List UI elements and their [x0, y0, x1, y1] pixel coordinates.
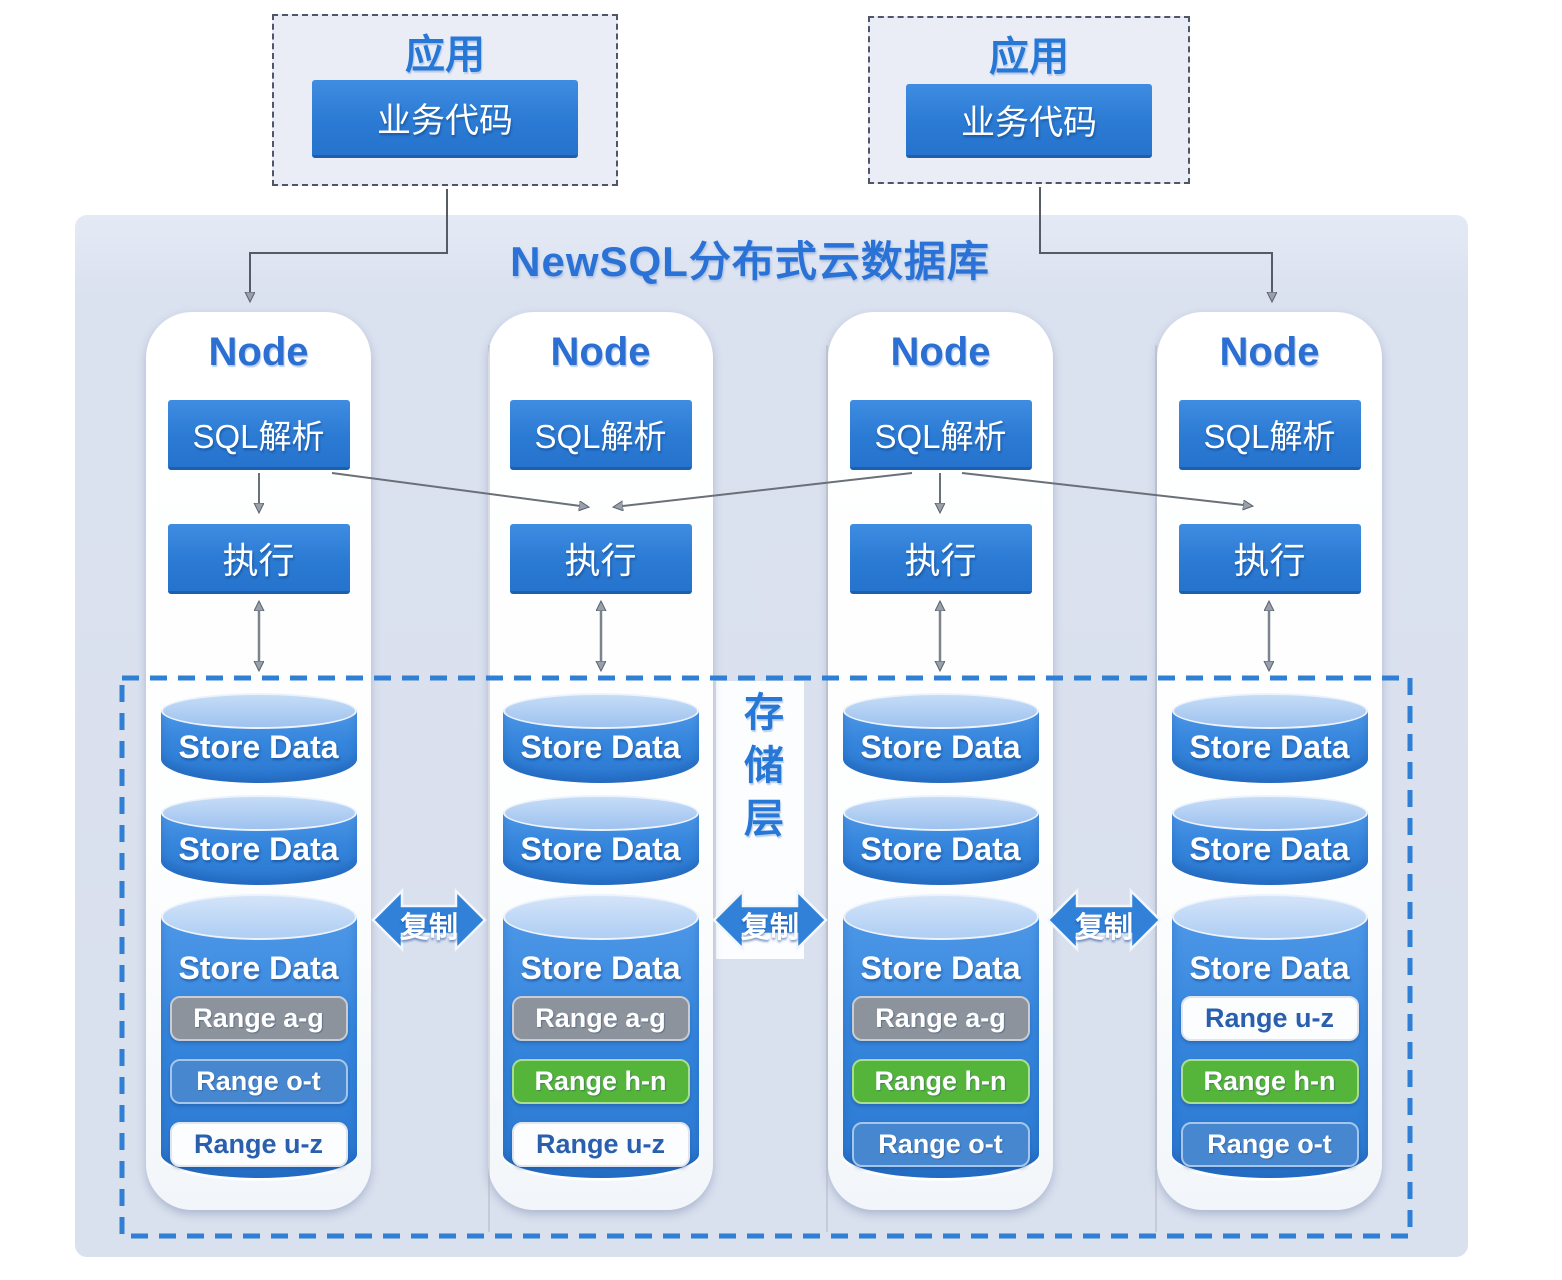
replicate-arrow: 复制	[371, 883, 487, 957]
execute-box: 执行	[1178, 524, 1361, 594]
range-pill: Range h-n	[511, 1059, 690, 1104]
cylinder-top	[160, 894, 357, 940]
range-pill: Range o-t	[169, 1059, 348, 1104]
sql-parse-box: SQL解析	[1178, 400, 1361, 470]
store-data-label: Store Data	[178, 729, 339, 765]
application-box-2: 应用 业务代码	[868, 16, 1190, 184]
execute-box: 执行	[849, 524, 1032, 594]
application-title: 应用	[405, 33, 485, 77]
replicate-label: 复制	[1074, 912, 1133, 944]
range-pill: Range a-g	[169, 996, 348, 1041]
node-card-1: Node SQL解析 执行 Store Data Store Data Stor…	[146, 312, 371, 1210]
cylinder-top	[1171, 795, 1368, 831]
range-pill: Range a-g	[851, 996, 1030, 1041]
store-data-label: Store Data	[520, 950, 681, 986]
range-pill: Range u-z	[1180, 996, 1359, 1041]
business-code-box: 业务代码	[312, 80, 578, 158]
application-title: 应用	[989, 35, 1069, 79]
cylinder-top	[1171, 693, 1368, 729]
application-box-1: 应用 业务代码	[272, 14, 618, 186]
cylinder-top	[842, 795, 1039, 831]
node-card-2: Node SQL解析 执行 Store Data Store Data Stor…	[488, 312, 713, 1210]
store-data-label: Store Data	[860, 950, 1021, 986]
diagram-title: NewSQL分布式云数据库	[510, 238, 990, 285]
node-title: Node	[208, 330, 309, 374]
execute-box: 执行	[167, 524, 350, 594]
replicate-arrow: 复制	[712, 883, 828, 957]
store-data-label: Store Data	[1189, 950, 1350, 986]
node-card-3: Node SQL解析 执行 Store Data Store Data Stor…	[828, 312, 1053, 1210]
replicate-arrow: 复制	[1046, 883, 1162, 957]
sql-parse-box: SQL解析	[167, 400, 350, 470]
range-pill: Range a-g	[511, 996, 690, 1041]
main-store-cylinder: Store Data Range a-g Range h-n Range o-t	[842, 894, 1039, 1178]
replicate-label: 复制	[740, 912, 799, 944]
cylinder-top	[1171, 894, 1368, 940]
main-store-cylinder: Store Data Range a-g Range o-t Range u-z	[160, 894, 357, 1178]
store-data-label: Store Data	[520, 831, 681, 867]
main-store-cylinder: Store Data Range a-g Range h-n Range u-z	[502, 894, 699, 1178]
store-data-label: Store Data	[860, 831, 1021, 867]
store-cylinder: Store Data	[842, 795, 1039, 885]
store-cylinder: Store Data	[502, 693, 699, 783]
node-title: Node	[890, 330, 991, 374]
range-pill: Range u-z	[511, 1122, 690, 1167]
store-cylinder: Store Data	[842, 693, 1039, 783]
node-title: Node	[1219, 330, 1320, 374]
node-title: Node	[550, 330, 651, 374]
store-cylinder: Store Data	[160, 693, 357, 783]
cylinder-top	[502, 795, 699, 831]
main-store-cylinder: Store Data Range u-z Range h-n Range o-t	[1171, 894, 1368, 1178]
store-data-label: Store Data	[860, 729, 1021, 765]
store-cylinder: Store Data	[502, 795, 699, 885]
sql-parse-box: SQL解析	[509, 400, 692, 470]
store-data-label: Store Data	[520, 729, 681, 765]
sql-parse-box: SQL解析	[849, 400, 1032, 470]
business-code-box: 业务代码	[906, 84, 1152, 158]
storage-layer-label: 存储层	[738, 691, 782, 850]
range-pill: Range h-n	[851, 1059, 1030, 1104]
range-pill: Range h-n	[1180, 1059, 1359, 1104]
store-data-label: Store Data	[1189, 831, 1350, 867]
replicate-label: 复制	[399, 912, 458, 944]
execute-box: 执行	[509, 524, 692, 594]
node-card-4: Node SQL解析 执行 Store Data Store Data Stor…	[1157, 312, 1382, 1210]
store-data-label: Store Data	[178, 831, 339, 867]
store-data-label: Store Data	[1189, 729, 1350, 765]
cylinder-top	[502, 693, 699, 729]
cylinder-top	[502, 894, 699, 940]
cylinder-top	[842, 693, 1039, 729]
store-data-label: Store Data	[178, 950, 339, 986]
cylinder-top	[160, 693, 357, 729]
cylinder-top	[160, 795, 357, 831]
cylinder-top	[842, 894, 1039, 940]
range-pill: Range o-t	[851, 1122, 1030, 1167]
store-cylinder: Store Data	[1171, 693, 1368, 783]
range-pill: Range u-z	[169, 1122, 348, 1167]
store-cylinder: Store Data	[1171, 795, 1368, 885]
range-pill: Range o-t	[1180, 1122, 1359, 1167]
store-cylinder: Store Data	[160, 795, 357, 885]
